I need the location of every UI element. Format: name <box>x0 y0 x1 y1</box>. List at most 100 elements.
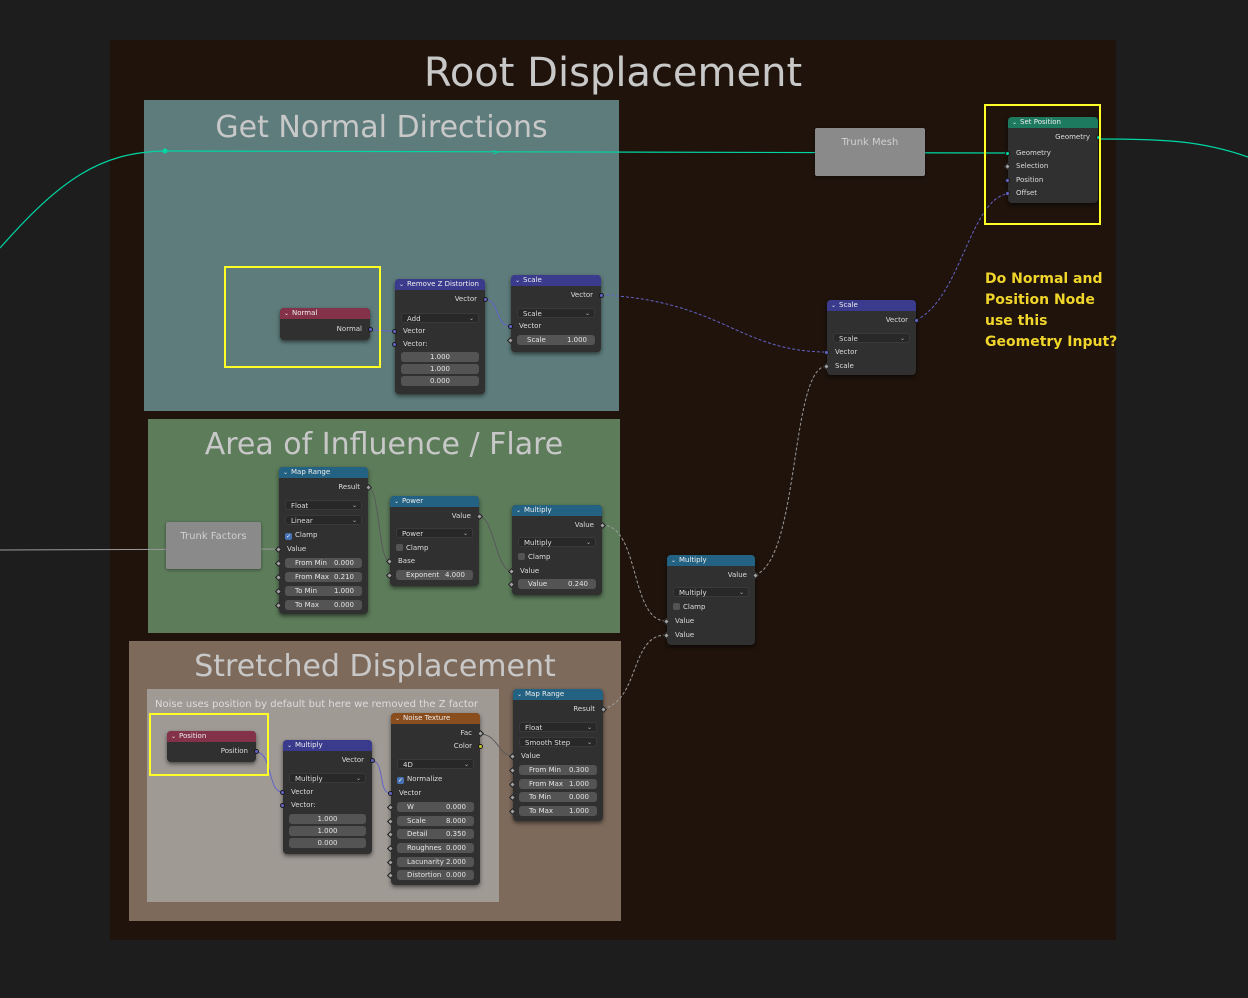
input-socket[interactable] <box>280 803 285 808</box>
chevron-down-icon[interactable]: ⌄ <box>283 467 291 478</box>
data-type-dropdown[interactable]: Float⌄ <box>285 500 362 510</box>
field-label: Lacunarity <box>407 857 444 867</box>
vector-z-field[interactable]: 0.000 <box>289 838 366 848</box>
output-socket[interactable] <box>478 744 483 749</box>
operation-dropdown[interactable]: Multiply⌄ <box>289 773 366 783</box>
distortion-field[interactable]: Distortion0.000 <box>397 870 474 880</box>
input-socket[interactable] <box>508 324 513 329</box>
operation-dropdown[interactable]: Scale⌄ <box>833 333 910 343</box>
data-type-dropdown[interactable]: Float⌄ <box>519 722 597 732</box>
interpolation-dropdown[interactable]: Smooth Step⌄ <box>519 737 597 747</box>
clamp-checkbox[interactable]: Clamp <box>518 552 550 562</box>
input-value: Value <box>520 566 602 577</box>
power-node[interactable]: ⌄Power Value Power⌄ Clamp Base Exponent4… <box>390 496 479 586</box>
vector-z-field[interactable]: 0.000 <box>401 376 479 386</box>
remove-z-distortion-node[interactable]: ⌄Remove Z Distortion Vector Add⌄ Vector … <box>395 279 485 394</box>
trunk-factors-reroute[interactable]: Trunk Factors <box>166 522 261 569</box>
output-socket[interactable] <box>599 293 604 298</box>
output-socket[interactable] <box>483 297 488 302</box>
frame-get-normal-directions[interactable]: Get Normal Directions <box>144 100 619 411</box>
operation-dropdown[interactable]: Scale⌄ <box>517 308 595 318</box>
input-vector: Vector <box>835 347 916 358</box>
node-header[interactable]: ⌄Power <box>390 496 479 507</box>
to-max-field[interactable]: To Max1.000 <box>519 806 597 816</box>
node-header[interactable]: ⌄Noise Texture <box>391 713 480 724</box>
multiply-node[interactable]: ⌄Multiply Value Multiply⌄ Clamp Value Va… <box>512 505 602 595</box>
to-min-field[interactable]: To Min0.000 <box>519 792 597 802</box>
scale-field[interactable]: Scale8.000 <box>397 816 474 826</box>
scale-node[interactable]: ⌄Scale Vector Scale⌄ Vector Scale <box>827 300 916 375</box>
output-vector: Vector <box>571 290 593 301</box>
w-field[interactable]: W0.000 <box>397 802 474 812</box>
scale-node[interactable]: ⌄Scale Vector Scale⌄ Vector Scale1.000 <box>511 275 601 352</box>
chevron-down-icon[interactable]: ⌄ <box>395 713 403 724</box>
scale-field[interactable]: Scale1.000 <box>517 335 595 345</box>
clamp-checkbox[interactable]: Clamp <box>673 602 705 612</box>
input-socket[interactable] <box>392 342 397 347</box>
output-socket[interactable] <box>914 318 919 323</box>
chevron-down-icon: ⌄ <box>587 723 592 733</box>
to-max-field[interactable]: To Max0.000 <box>285 600 362 610</box>
node-header[interactable]: ⌄Multiply <box>283 740 372 751</box>
vector-y-field[interactable]: 1.000 <box>289 826 366 836</box>
trunk-mesh-label: Trunk Mesh <box>815 137 925 148</box>
value-field[interactable]: Value0.240 <box>518 579 596 589</box>
detail-field[interactable]: Detail0.350 <box>397 829 474 839</box>
noise-texture-node[interactable]: ⌄Noise Texture Fac Color 4D⌄ ✓Normalize … <box>391 713 480 885</box>
node-header[interactable]: ⌄Multiply <box>512 505 602 516</box>
input-socket[interactable] <box>824 350 829 355</box>
operation-dropdown[interactable]: Power⌄ <box>396 528 473 538</box>
multiply-node[interactable]: ⌄Multiply Value Multiply⌄ Clamp Value Va… <box>667 555 755 645</box>
chevron-down-icon[interactable]: ⌄ <box>287 740 295 751</box>
dropdown-value: Linear <box>291 517 313 525</box>
input-value: Value <box>287 544 368 555</box>
operation-dropdown[interactable]: Add⌄ <box>401 313 479 323</box>
exponent-field[interactable]: Exponent4.000 <box>396 570 473 580</box>
map-range-node[interactable]: ⌄Map Range Result Float⌄ Linear⌄ ✓Clamp … <box>279 467 368 614</box>
from-max-field[interactable]: From Max0.210 <box>285 572 362 582</box>
chevron-down-icon[interactable]: ⌄ <box>399 279 407 290</box>
node-header[interactable]: ⌄Scale <box>827 300 916 311</box>
from-max-field[interactable]: From Max1.000 <box>519 779 597 789</box>
chevron-down-icon[interactable]: ⌄ <box>517 689 525 700</box>
clamp-checkbox[interactable]: ✓Clamp <box>285 530 317 540</box>
from-min-field[interactable]: From Min0.300 <box>519 765 597 775</box>
roughness-field[interactable]: Roughnes0.000 <box>397 843 474 853</box>
node-header[interactable]: ⌄Remove Z Distortion <box>395 279 485 290</box>
to-min-field[interactable]: To Min1.000 <box>285 586 362 596</box>
input-socket[interactable] <box>280 790 285 795</box>
interpolation-dropdown[interactable]: Linear⌄ <box>285 515 362 525</box>
chevron-down-icon[interactable]: ⌄ <box>671 555 679 566</box>
checkbox-box <box>396 544 403 551</box>
chevron-down-icon: ⌄ <box>585 309 590 319</box>
input-socket[interactable] <box>388 791 393 796</box>
chevron-down-icon[interactable]: ⌄ <box>516 505 524 516</box>
operation-dropdown[interactable]: Multiply⌄ <box>518 537 596 547</box>
normalize-checkbox[interactable]: ✓Normalize <box>397 774 442 784</box>
from-min-field[interactable]: From Min0.000 <box>285 558 362 568</box>
node-header[interactable]: ⌄Scale <box>511 275 601 286</box>
vector-multiply-node[interactable]: ⌄Multiply Vector Multiply⌄ Vector Vector… <box>283 740 372 854</box>
vector-x-field[interactable]: 1.000 <box>401 352 479 362</box>
dimensions-dropdown[interactable]: 4D⌄ <box>397 759 474 769</box>
chevron-down-icon[interactable]: ⌄ <box>394 496 402 507</box>
vector-x-field[interactable]: 1.000 <box>289 814 366 824</box>
field-value: 1.000 <box>567 335 587 345</box>
vector-y-field[interactable]: 1.000 <box>401 364 479 374</box>
chevron-down-icon[interactable]: ⌄ <box>515 275 523 286</box>
map-range-node[interactable]: ⌄Map Range Result Float⌄ Smooth Step⌄ Va… <box>513 689 603 821</box>
frame-title: Area of Influence / Flare <box>148 427 620 462</box>
checkmark-icon: ✓ <box>285 533 292 540</box>
trunk-mesh-reroute[interactable]: Trunk Mesh <box>815 128 925 176</box>
output-socket[interactable] <box>370 758 375 763</box>
lacunarity-field[interactable]: Lacunarity2.000 <box>397 857 474 867</box>
field-value: 0.000 <box>446 870 466 880</box>
operation-dropdown[interactable]: Multiply⌄ <box>673 587 749 597</box>
node-header[interactable]: ⌄Multiply <box>667 555 755 566</box>
input-socket[interactable] <box>392 329 397 334</box>
field-label: From Min <box>295 558 327 568</box>
node-header[interactable]: ⌄Map Range <box>513 689 603 700</box>
clamp-checkbox[interactable]: Clamp <box>396 543 428 553</box>
chevron-down-icon[interactable]: ⌄ <box>831 300 839 311</box>
node-header[interactable]: ⌄Map Range <box>279 467 368 478</box>
